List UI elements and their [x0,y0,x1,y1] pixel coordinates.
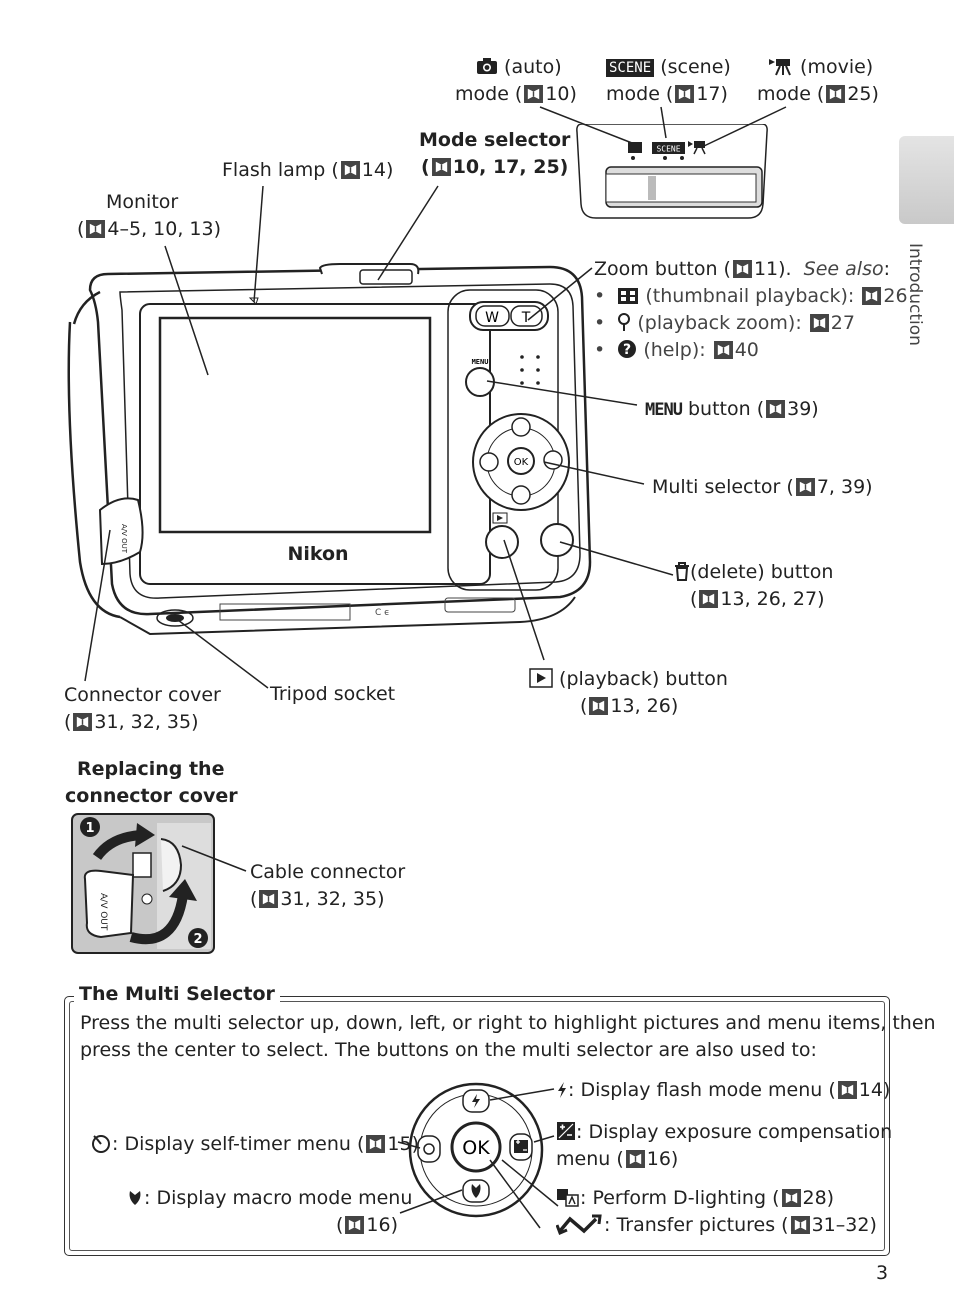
auto-mode-label: (auto) [476,54,562,81]
ok-text-small: OK [514,457,529,468]
self-timer-icon [92,1135,110,1153]
reference-icon [345,1216,364,1234]
cable-connector-label: Cable connector [250,861,406,883]
movie-icon [769,59,791,76]
movie-mode-label: (movie) [768,54,873,81]
help-icon: ? [618,340,637,358]
multi-selector-body-1: Press the multi selector up, down, left,… [80,1012,936,1034]
multi-selector-box [64,996,890,1256]
scene-mode-ref: mode (17) [606,83,728,105]
transfer-icon [555,1214,602,1235]
flash-icon [558,1082,566,1098]
multi-selector-callouts [397,1088,559,1229]
exposure-icon [557,1122,575,1140]
camera-icon [477,58,497,74]
svg-text:2: 2 [193,932,202,947]
reference-icon [838,1081,857,1099]
zoom-thumbnail-item: • (thumbnail playback): 26 [594,285,908,307]
dlighting-icon [557,1189,579,1207]
ms-macro-item: : Display macro mode menu [126,1185,412,1212]
svg-text:1: 1 [85,821,94,836]
scene-mode-label: SCENE (scene) [606,54,731,81]
multi-selector-body-2: press the center to select. The buttons … [80,1039,817,1061]
camera-illustration: C ϵ Nikon W T MENU OK A/V OUT [67,263,592,636]
trash-icon [675,562,689,581]
ms-macro-ref: (16) [336,1214,399,1236]
connector-cover-inset: A/V OUT 1 2 [71,813,215,954]
reference-icon [791,1216,810,1234]
flash-icon [472,1094,480,1108]
mode-selector-ref: (10, 17, 25) [421,156,569,178]
zoom-t-label: T [521,310,531,326]
macro-icon [129,1191,141,1205]
playback-button-label: (playback) button [529,666,728,693]
multi-selector-title: The Multi Selector [74,981,280,1007]
reference-icon [366,1135,385,1153]
ms-exposure-item: : Display exposure compensation [556,1119,892,1146]
cable-connector-ref: (31, 32, 35) [250,888,385,910]
ms-transfer-item: : Transfer pictures (31–32) [555,1212,877,1239]
movie-mode-ref: mode (25) [757,83,879,105]
replacing-heading-2: connector cover [65,785,238,807]
menu-button-label: MENU button (39) [645,398,819,420]
play-icon [529,668,553,688]
monitor-label: Monitor [106,191,179,213]
multi-selector-label: Multi selector (7, 39) [652,476,873,498]
connector-cover-label: Connector cover [64,684,221,706]
flash-lamp-label: Flash lamp (14) [222,159,394,181]
ms-exposure-ref: menu (16) [556,1148,679,1170]
mode-selector-inset: SCENE [576,124,768,219]
ok-button-text: OK [462,1137,490,1159]
zoom-playback-item: • (playback zoom): 27 [594,312,855,334]
scene-icon: SCENE [606,59,655,77]
magnifier-icon [618,313,631,331]
svg-text:C ϵ: C ϵ [375,608,390,618]
tripod-socket-label: Tripod socket [270,683,396,705]
scene-badge: SCENE [656,145,680,154]
monitor-ref: (4–5, 10, 13) [77,218,222,240]
nikon-logo: Nikon [287,543,348,565]
callout-lines [84,106,787,872]
av-out-text: A/V OUT [98,893,108,931]
replacing-heading-1: Replacing the [77,758,225,780]
page-number: 3 [876,1262,889,1284]
ms-flash-item: : Display flash mode menu (14) [556,1077,890,1104]
delete-button-ref: (13, 26, 27) [690,588,825,610]
mode-selector-label: Mode selector [419,129,571,151]
zoom-help-item: • ? (help): 40 [594,339,759,361]
svg-text:?: ? [623,342,631,358]
multi-selector-diagram: OK [408,1082,544,1218]
zoom-w-label: W [485,310,499,326]
self-timer-icon [423,1143,435,1155]
auto-mode-ref: mode (10) [455,83,577,105]
zoom-button-label: Zoom button (11). See also: [594,258,891,280]
thumbnail-icon [618,288,639,304]
delete-button-label: (delete) button [674,559,833,586]
macro-icon [471,1184,481,1198]
ms-dlighting-item: : Perform D-lighting (28) [556,1185,834,1212]
chapter-tab [899,136,954,224]
reference-icon [626,1150,645,1168]
ms-self-timer-item: : Display self-timer menu (15) [90,1131,419,1158]
reference-icon [782,1189,801,1207]
av-out-text: A/V OUT [120,524,128,554]
connector-cover-ref: (31, 32, 35) [64,711,199,733]
menu-button-text: MENU [472,358,489,366]
playback-button-ref: (13, 26) [580,695,679,717]
